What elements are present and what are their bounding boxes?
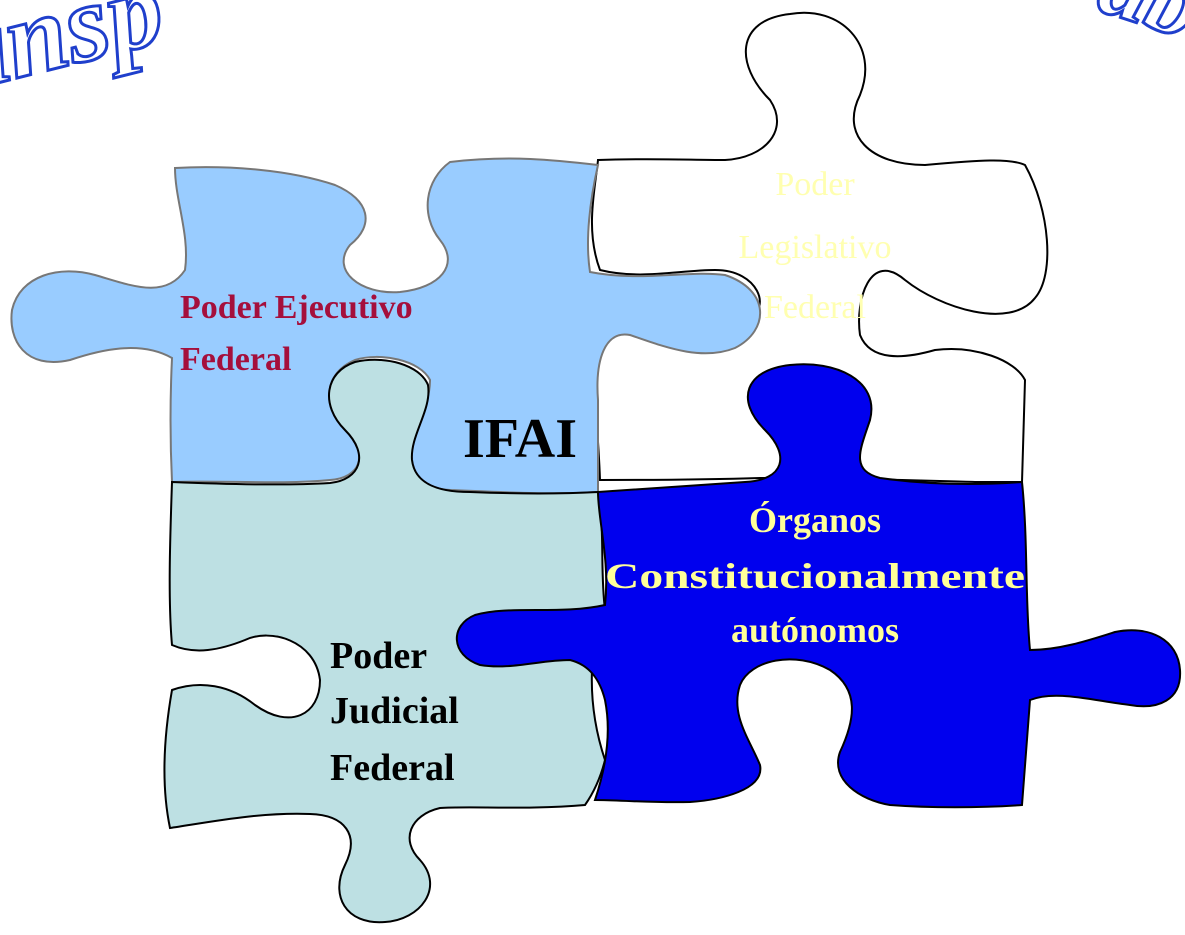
label-judicial: Poder Judicial Federal <box>330 635 459 789</box>
header-fragment-right: ab <box>1087 0 1185 61</box>
label-legislativo-line1: Poder <box>775 166 855 203</box>
label-autonomos-line1: Órganos <box>749 500 881 540</box>
piece-ejecutivo <box>10 157 761 495</box>
label-autonomos: Órganos Constitucionalmente autónomos <box>605 500 1025 650</box>
label-ejecutivo-line2: Federal <box>180 341 291 378</box>
label-autonomos-line2: Constitucionalmente <box>605 556 1025 596</box>
label-legislativo-line3: Federal <box>764 289 866 326</box>
label-judicial-line2: Judicial <box>330 690 459 732</box>
center-label-ifai: IFAI <box>463 408 577 470</box>
header-fragment-left: Transp <box>0 0 175 141</box>
header-title: Transp ab <box>0 0 1185 142</box>
label-legislativo-line2: Legislativo <box>739 229 892 266</box>
label-legislativo: Poder Legislativo Federal <box>739 166 892 326</box>
label-judicial-line3: Federal <box>330 747 455 789</box>
piece-judicial <box>163 358 607 924</box>
label-judicial-line1: Poder <box>330 635 427 677</box>
piece-autonomos <box>455 363 1182 809</box>
label-ejecutivo: Poder Ejecutivo Federal <box>180 289 413 378</box>
label-ejecutivo-line1: Poder Ejecutivo <box>180 289 413 326</box>
label-autonomos-line3: autónomos <box>731 610 899 650</box>
